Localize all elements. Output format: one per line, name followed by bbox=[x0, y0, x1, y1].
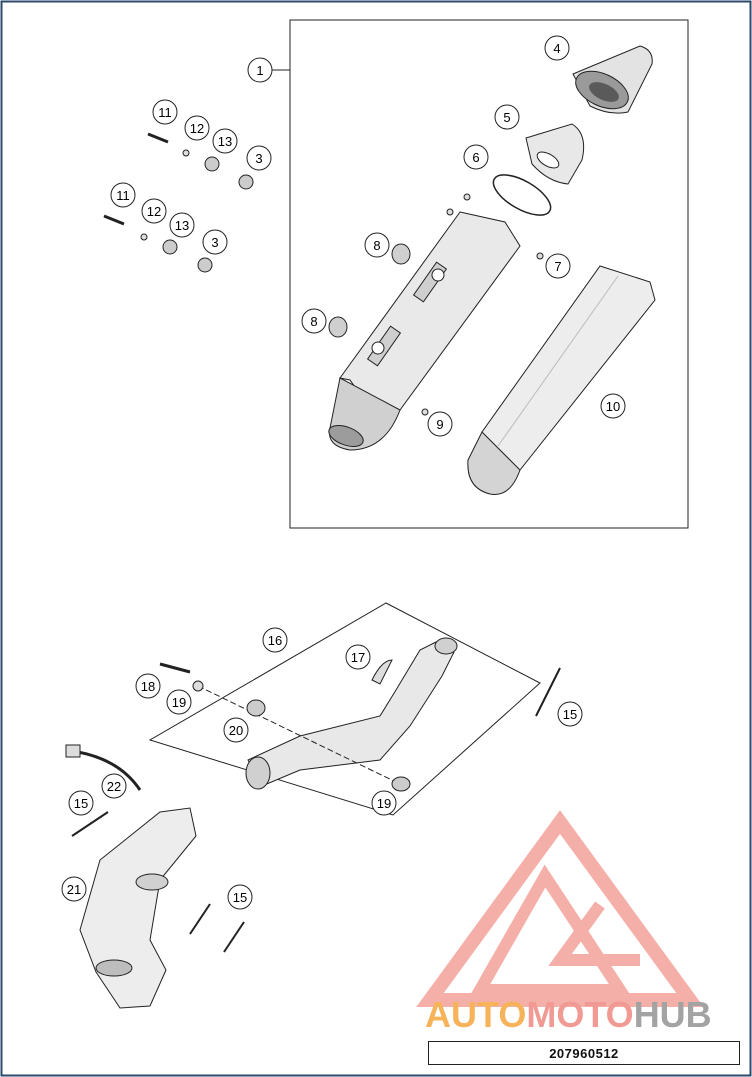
callout-21: 21 bbox=[67, 882, 81, 897]
mounting-hardware-upper bbox=[147, 132, 254, 190]
callout-15-second: 15 bbox=[74, 796, 88, 811]
small-screws bbox=[421, 193, 544, 416]
callout-16: 16 bbox=[268, 633, 282, 648]
callout-15-third: 15 bbox=[233, 890, 247, 905]
callout-3-second: 3 bbox=[211, 235, 218, 250]
watermark-logo-mark bbox=[416, 810, 704, 1007]
callout-1: 1 bbox=[256, 63, 263, 78]
spring-left bbox=[71, 811, 109, 837]
callout-4: 4 bbox=[553, 41, 560, 56]
watermark-auto: AUTO bbox=[425, 994, 526, 1035]
inner-cone-part bbox=[525, 123, 585, 185]
callout-19-second: 19 bbox=[377, 796, 391, 811]
clamp-part bbox=[371, 659, 393, 685]
callout-3: 3 bbox=[255, 151, 262, 166]
rubber-grommets bbox=[328, 243, 411, 338]
callout-8-second: 8 bbox=[310, 314, 317, 329]
silencer-cover bbox=[467, 265, 656, 495]
callout-13: 13 bbox=[218, 134, 232, 149]
callout-18: 18 bbox=[141, 679, 155, 694]
callout-5: 5 bbox=[503, 110, 510, 125]
part-code: 207960512 bbox=[549, 1045, 619, 1061]
link-pipe bbox=[245, 637, 458, 790]
silencer-group-box bbox=[289, 19, 689, 529]
silencer-body bbox=[328, 211, 521, 451]
callout-10: 10 bbox=[606, 399, 620, 414]
callout-19: 19 bbox=[172, 695, 186, 710]
callout-11-second: 11 bbox=[116, 188, 130, 203]
header-pipe-group-box bbox=[148, 602, 541, 816]
callout-20: 20 bbox=[229, 723, 243, 738]
callout-13-second: 13 bbox=[175, 218, 189, 233]
spring-middle bbox=[189, 903, 211, 935]
manifold-pipe bbox=[79, 807, 197, 1009]
callout-7: 7 bbox=[554, 259, 561, 274]
end-cap-part bbox=[572, 45, 653, 114]
sensor-cable bbox=[77, 750, 142, 791]
callout-11: 11 bbox=[158, 105, 172, 120]
mounting-hardware-lower bbox=[103, 214, 213, 273]
watermark-moto: MOTO bbox=[526, 994, 633, 1035]
callout-17: 17 bbox=[351, 650, 365, 665]
part-code-box: 207960512 bbox=[428, 1041, 740, 1065]
part-callouts: 1 4 5 6 7 8 8 9 10 11 12 13 3 11 12 13 3… bbox=[61, 35, 626, 910]
callout-8: 8 bbox=[373, 238, 380, 253]
callout-22: 22 bbox=[107, 779, 121, 794]
watermark-hub: HUB bbox=[634, 994, 712, 1035]
spring-right bbox=[535, 667, 561, 717]
gasket-ring bbox=[492, 174, 552, 216]
callout-12-second: 12 bbox=[147, 204, 161, 219]
callout-9: 9 bbox=[436, 417, 443, 432]
spring-middle-2 bbox=[223, 921, 245, 953]
callout-12: 12 bbox=[190, 121, 204, 136]
watermark-text: AUTOMOTOHUB bbox=[425, 994, 712, 1035]
callout-6: 6 bbox=[472, 150, 479, 165]
callout-15: 15 bbox=[563, 707, 577, 722]
